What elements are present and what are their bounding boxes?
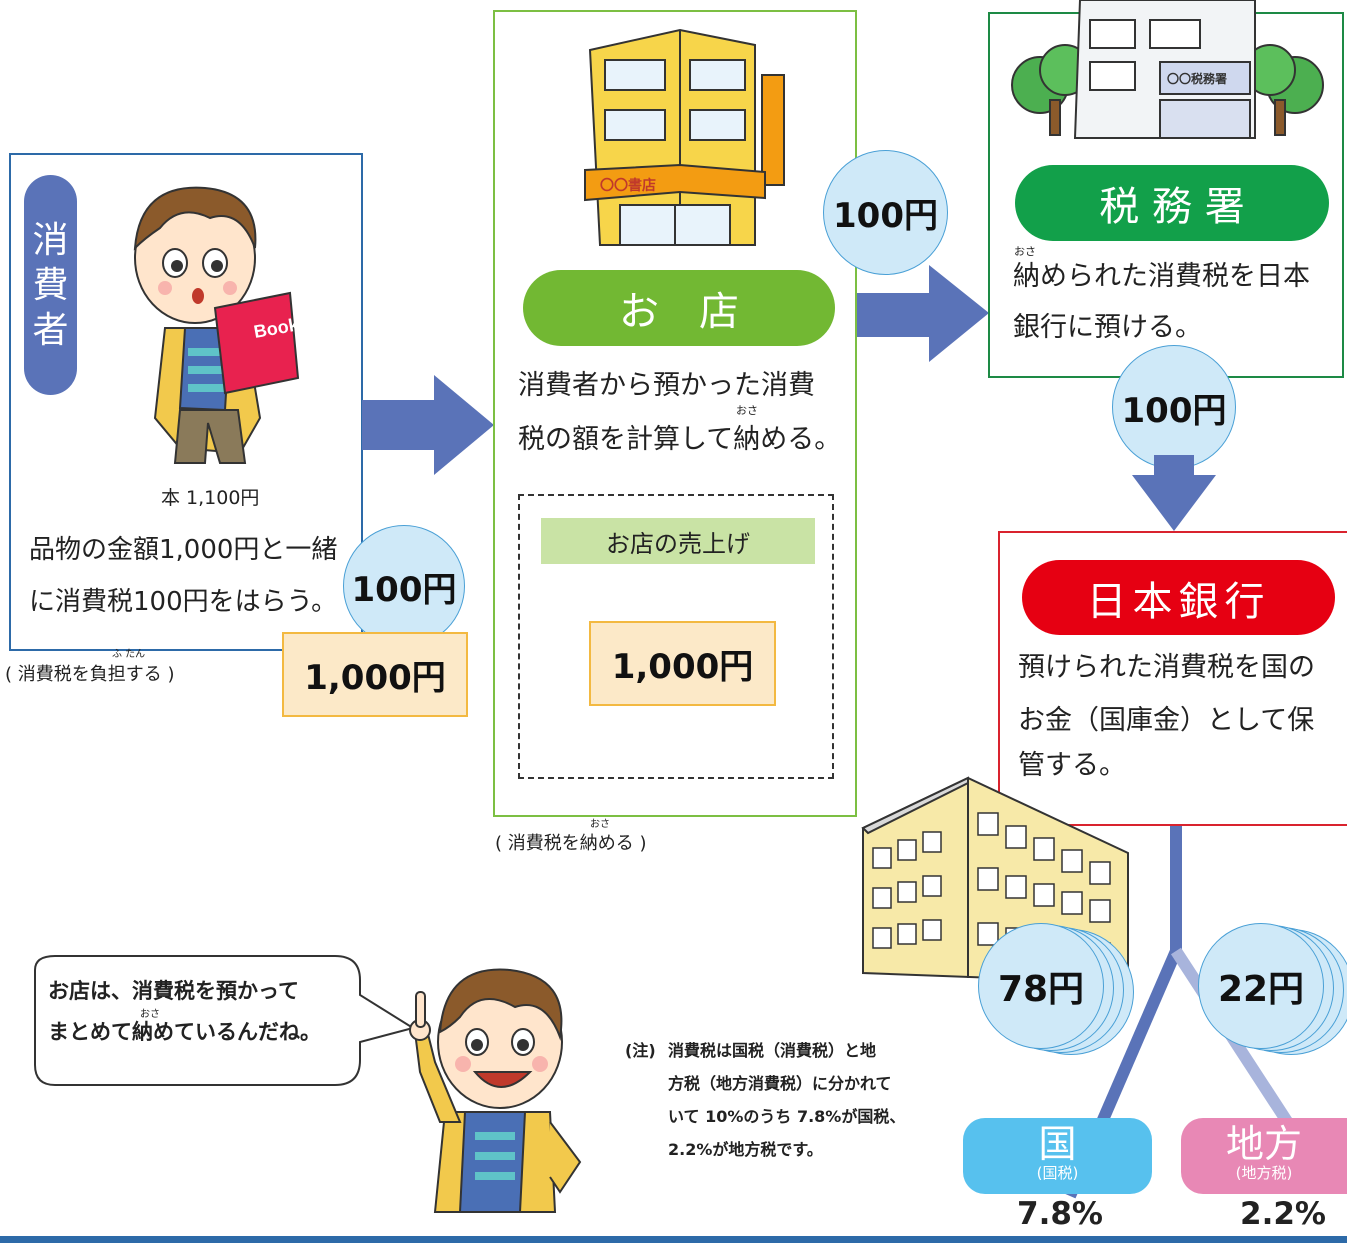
footnote-line1: 消費税は国税（消費税）と地 [668, 1041, 877, 1060]
boj-desc-line2: お金（国庫金）として保 [1018, 705, 1315, 736]
shop-sales-amount: 1,000円 [589, 621, 776, 706]
shop-desc-ruby: おさ [736, 404, 758, 417]
shop-sales-label: お店の売上げ [541, 518, 815, 564]
national-sublabel: (国税) [1036, 1163, 1079, 1182]
speech-bubble [34, 955, 416, 1086]
consumer-note-ruby: ふ たん [112, 649, 146, 660]
national-label: 国 [1038, 1122, 1077, 1166]
consumer-label: 消 費 者 [24, 175, 77, 395]
boj-desc-line3: 管する。 [1018, 750, 1126, 781]
arrow-shop-to-tax-office [857, 265, 989, 362]
bottom-rule [0, 1236, 1347, 1243]
consumer-coin-100: 100円 [343, 525, 465, 647]
local-sublabel: (地方税) [1235, 1163, 1293, 1182]
local-label: 地方 [1225, 1122, 1302, 1166]
boy-reading-illustration: Book [133, 186, 301, 464]
consumer-bill-1000: 1,000円 [282, 632, 468, 717]
shop-sign-text: 〇〇書店 [600, 177, 656, 193]
boj-desc-line1: 預けられた消費税を国の [1018, 652, 1315, 683]
shop-coin-100: 100円 [823, 150, 948, 275]
tax-office-desc-ruby: おさ [1014, 245, 1036, 258]
tax-office-sign-text: 〇〇税務署 [1167, 71, 1227, 86]
shop-title: お 店 [523, 270, 835, 346]
tax-office-desc-line2: 銀行に預ける。 [1013, 312, 1202, 343]
consumer-label-char-3: 者 [32, 309, 69, 351]
consumer-label-char-2: 費 [32, 264, 69, 306]
tax-office-title: 税 務 署 [1015, 165, 1329, 241]
footnote-line4: 2.2%が地方税です。 [668, 1140, 823, 1159]
local-rate: 2.2% [1240, 1196, 1326, 1232]
consumer-label-char-1: 消 [32, 219, 69, 261]
speech-line1: お店は、消費税を預かって [48, 979, 299, 1003]
local-coin-amount: 22円 [1198, 923, 1324, 1049]
national-coin-amount: 78円 [978, 923, 1104, 1049]
speech-line2: まとめて納めているんだね。 [48, 1020, 321, 1044]
local-coin-stack: 22円 [1198, 923, 1347, 1058]
shop-note-ruby: おさ [590, 819, 610, 830]
tax-office-building-illustration: 〇〇税務署 [1011, 0, 1324, 139]
national-rate: 7.8% [1017, 1196, 1103, 1232]
shop-note: ( 消費税を納める ) [495, 833, 647, 854]
arrow-tax-office-to-boj [1132, 455, 1216, 531]
footnote-label: (注) [625, 1041, 656, 1060]
consumer-note: ( 消費税を負担する ) [5, 664, 175, 685]
consumer-desc-line1: 品物の金額1,000円と一緒 [29, 535, 338, 565]
bookstore-building-illustration: 〇〇書店 [584, 28, 785, 246]
local-label-box: 地方 (地方税) [1181, 1118, 1347, 1194]
boy-pointing-illustration [409, 968, 582, 1213]
shop-desc-line1: 消費者から預かった消費 [518, 370, 815, 401]
national-coin-stack: 78円 [978, 923, 1153, 1058]
national-label-box: 国 (国税) [963, 1118, 1152, 1194]
consumer-desc-line2: に消費税100円をはらう。 [29, 587, 338, 617]
footnote-line2: 方税（地方消費税）に分かれて [668, 1074, 892, 1093]
tax-office-desc-line1: 納められた消費税を日本 [1013, 261, 1310, 292]
footnote-line3: いて 10%のうち 7.8%が国税、 [668, 1107, 906, 1126]
speech-ruby: おさ [140, 1009, 160, 1020]
tax-office-coin-100: 100円 [1112, 345, 1236, 469]
shop-desc-line2: 税の額を計算して納める。 [518, 424, 842, 455]
arrow-consumer-to-shop [362, 375, 494, 475]
consumer-price-caption: 本 1,100円 [161, 487, 260, 509]
boj-title: 日本銀行 [1022, 560, 1335, 635]
